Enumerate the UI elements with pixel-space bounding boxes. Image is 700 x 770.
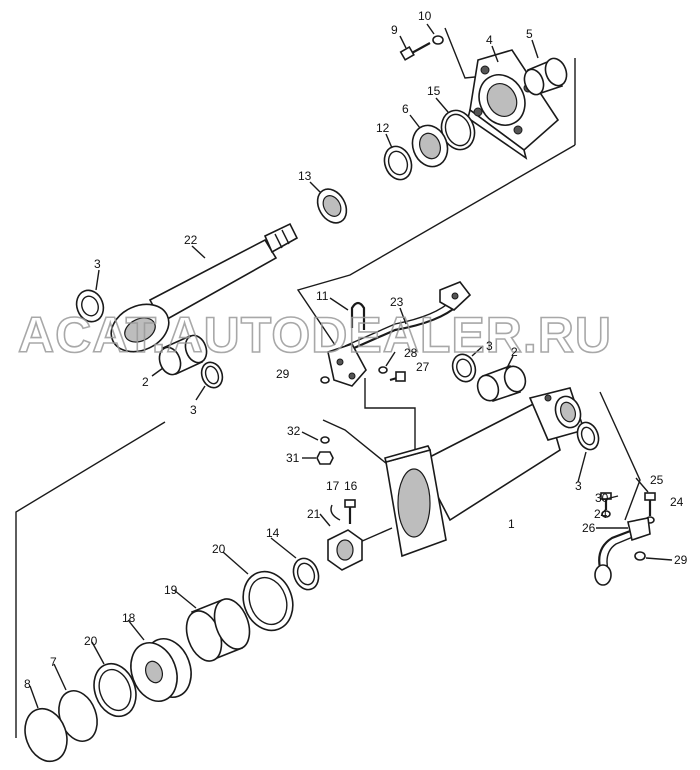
- callout-14: 14: [266, 526, 280, 540]
- wear-ring-part-20-upper: [242, 570, 294, 632]
- clip-part-17: [330, 504, 341, 521]
- callout-9: 9: [391, 23, 398, 37]
- callout-1: 1: [508, 517, 515, 531]
- callout-22: 22: [184, 233, 198, 247]
- callout-12: 12: [376, 121, 390, 135]
- piston-part-18: [130, 638, 192, 702]
- callout-19: 19: [164, 583, 178, 597]
- bushing-part-5: [523, 57, 568, 96]
- callout-3-b: 3: [190, 403, 197, 417]
- washer-part-24-left: [601, 510, 611, 518]
- callout-20-lower: 20: [84, 634, 98, 648]
- callout-7: 7: [50, 655, 57, 669]
- seal-ring-part-3-upper: [75, 289, 105, 323]
- callout-24-right: 24: [670, 495, 684, 509]
- callout-20-upper: 20: [212, 542, 226, 556]
- cylinder-tube-part-1: [384, 387, 586, 558]
- washer-part-29-lower: [634, 551, 646, 561]
- flange-bracket-part-4: [467, 49, 560, 160]
- callout-32: 32: [287, 424, 301, 438]
- watermark-text: ACAT.AUTODEALER.RU: [18, 307, 612, 363]
- bolt-part-9: [399, 42, 431, 61]
- callout-numbers: 9 10 4 5 15 6 12 13 22 3 11 23 2 3 29 28…: [24, 9, 688, 691]
- callout-3-a: 3: [94, 257, 101, 271]
- callout-27: 27: [416, 360, 430, 374]
- callout-29-a: 29: [276, 367, 290, 381]
- seal-ring-part-3-boss: [576, 421, 600, 451]
- washer-part-32: [320, 436, 330, 444]
- callout-30: 30: [595, 491, 609, 505]
- callout-5: 5: [526, 27, 533, 41]
- callout-18: 18: [122, 611, 136, 625]
- callout-21: 21: [307, 507, 321, 521]
- callout-10: 10: [418, 9, 432, 23]
- washer-part-29-upper: [320, 376, 330, 384]
- bearing-part-13: [316, 188, 348, 224]
- nut-part-31: [316, 451, 334, 465]
- callout-3-d: 3: [575, 479, 582, 493]
- callout-4: 4: [486, 33, 493, 47]
- washer-part-10: [432, 35, 444, 45]
- assembly-guide-lines: [15, 27, 641, 738]
- callout-3-c: 3: [486, 339, 493, 353]
- ring-part-12: [383, 145, 413, 181]
- u-clip-part-11: [350, 301, 366, 330]
- wear-ring-part-20-lower: [93, 662, 137, 718]
- callout-2-b: 2: [511, 345, 518, 359]
- callout-24-left: 24: [594, 507, 608, 521]
- pipe-part-26: [594, 517, 651, 586]
- callout-31: 31: [286, 451, 300, 465]
- bolt-part-16: [344, 499, 356, 524]
- callout-26: 26: [582, 521, 596, 535]
- callout-8: 8: [24, 677, 31, 691]
- callout-11: 11: [316, 289, 329, 303]
- callout-29-b: 29: [674, 553, 688, 567]
- nut-part-21: [327, 529, 363, 571]
- ring-part-14: [292, 557, 320, 591]
- band-part-19: [185, 598, 251, 662]
- washer-part-28: [378, 366, 388, 374]
- seal-ring-part-3-left: [200, 361, 224, 389]
- bushing-part-2-left: [158, 334, 208, 376]
- piston-rod-part-22: [110, 222, 299, 353]
- pipe-part-23: [327, 281, 472, 387]
- callout-23: 23: [390, 295, 404, 309]
- callout-6: 6: [402, 102, 409, 116]
- callout-28: 28: [404, 346, 418, 360]
- callout-13: 13: [298, 169, 312, 183]
- ring-part-8: [24, 707, 68, 763]
- callout-25: 25: [650, 473, 664, 487]
- leader-lines: [29, 23, 673, 709]
- callout-17: 17: [326, 479, 340, 493]
- callout-16: 16: [344, 479, 358, 493]
- bolt-part-27: [389, 371, 406, 382]
- callout-15: 15: [427, 84, 441, 98]
- seal-ring-part-3-right: [451, 353, 477, 383]
- seal-part-6: [411, 124, 449, 168]
- bushing-part-2-right: [476, 364, 527, 402]
- callout-2-a: 2: [142, 375, 149, 389]
- bolt-part-25: [644, 492, 656, 516]
